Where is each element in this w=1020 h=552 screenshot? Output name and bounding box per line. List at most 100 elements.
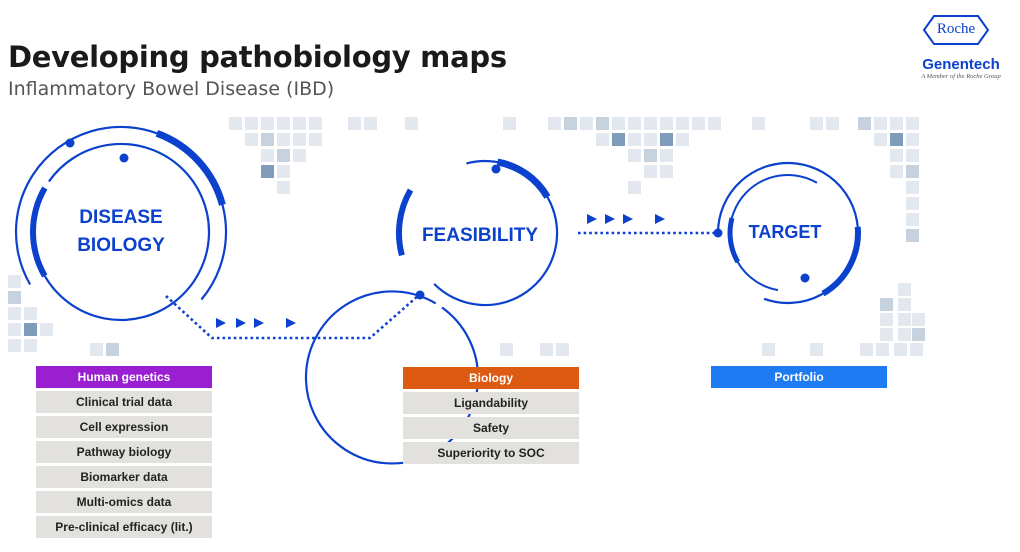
tile	[309, 133, 322, 146]
triangle-arrow-icon	[216, 318, 226, 328]
page-title: Developing pathobiology maps	[8, 40, 507, 74]
tile	[245, 133, 258, 146]
list-header-portfolio: Portfolio	[711, 366, 887, 388]
dot-node-icon	[65, 138, 75, 148]
stage-label-biology: BIOLOGY	[77, 235, 165, 256]
tile	[676, 117, 689, 130]
triangle-arrow-icon	[605, 214, 615, 224]
list-header-biology: Biology	[403, 367, 579, 389]
stage-feasibility: FEASIBILITY	[304, 158, 559, 465]
tile	[564, 117, 577, 130]
stage-disease-biology: DISEASE BIOLOGY	[14, 125, 228, 322]
list-item: Clinical trial data	[36, 391, 212, 413]
tile	[24, 307, 37, 320]
tile	[8, 307, 21, 320]
tile	[503, 117, 516, 130]
tile	[906, 165, 919, 178]
tile	[277, 117, 290, 130]
triangle-arrow-icon	[286, 318, 296, 328]
triangle-arrow-icon	[623, 214, 633, 224]
tile	[708, 117, 721, 130]
triangle-arrow-icon	[587, 214, 597, 224]
outer-ring	[14, 125, 228, 301]
tile	[894, 343, 907, 356]
inner-ring-accent	[496, 158, 551, 199]
list-feasibility: Biology Ligandability Safety Superiority…	[403, 367, 579, 467]
triangle-arrow-icon	[254, 318, 264, 328]
outer-ring-accent	[821, 226, 861, 297]
tile	[644, 133, 657, 146]
tile	[261, 149, 274, 162]
outer-ring-accent	[155, 130, 226, 206]
tile	[826, 117, 839, 130]
tile	[898, 313, 911, 326]
tile	[810, 343, 823, 356]
tile	[293, 149, 306, 162]
tile	[644, 165, 657, 178]
tile	[906, 117, 919, 130]
tile	[874, 133, 887, 146]
roche-genentech-logo: Roche Genentech A Member of the Roche Gr…	[906, 12, 1016, 82]
tile	[348, 117, 361, 130]
tile	[612, 133, 625, 146]
page-subtitle: Inflammatory Bowel Disease (IBD)	[8, 78, 335, 100]
tile	[880, 313, 893, 326]
tile	[500, 343, 513, 356]
triangle-arrow-icon	[655, 214, 665, 224]
inner-ring-accent	[727, 217, 741, 264]
list-item: Cell expression	[36, 416, 212, 438]
tile	[277, 181, 290, 194]
tile	[810, 117, 823, 130]
tile	[860, 343, 873, 356]
tile	[24, 339, 37, 352]
tile	[612, 117, 625, 130]
tile	[245, 117, 258, 130]
list-disease-biology: Human genetics Clinical trial data Cell …	[36, 366, 212, 541]
tile	[644, 149, 657, 162]
list-item: Pathway biology	[36, 441, 212, 463]
tile	[676, 133, 689, 146]
tile	[277, 165, 290, 178]
tile	[580, 117, 593, 130]
tile	[906, 149, 919, 162]
tile	[596, 133, 609, 146]
stage-label-disease: DISEASE	[79, 207, 162, 228]
tile	[890, 117, 903, 130]
dot-node-icon	[713, 228, 723, 238]
tile	[293, 117, 306, 130]
dot-node-icon	[415, 290, 425, 300]
tile	[540, 343, 553, 356]
tile	[596, 117, 609, 130]
tile	[876, 343, 889, 356]
list-header-human-genetics: Human genetics	[36, 366, 212, 388]
list-item: Safety	[403, 417, 579, 439]
tile	[660, 149, 673, 162]
inner-ring	[43, 142, 211, 322]
tile	[309, 117, 322, 130]
inner-ring-accent	[30, 186, 48, 278]
tile	[912, 313, 925, 326]
tile	[752, 117, 765, 130]
tile	[628, 133, 641, 146]
tile	[261, 117, 274, 130]
tile	[906, 133, 919, 146]
tile	[898, 328, 911, 341]
tile	[261, 133, 274, 146]
tile	[890, 165, 903, 178]
tile	[24, 323, 37, 336]
stage-label-target: TARGET	[749, 222, 822, 242]
connector-disease-feasibility	[165, 294, 420, 340]
tile	[906, 197, 919, 210]
tile	[106, 343, 119, 356]
tile	[556, 343, 569, 356]
tile	[40, 323, 53, 336]
tile	[293, 133, 306, 146]
dot-node-icon	[491, 164, 501, 174]
list-item: Superiority to SOC	[403, 442, 579, 464]
tile	[912, 328, 925, 341]
tile	[660, 165, 673, 178]
tile	[874, 117, 887, 130]
tile	[261, 165, 274, 178]
tile	[644, 117, 657, 130]
